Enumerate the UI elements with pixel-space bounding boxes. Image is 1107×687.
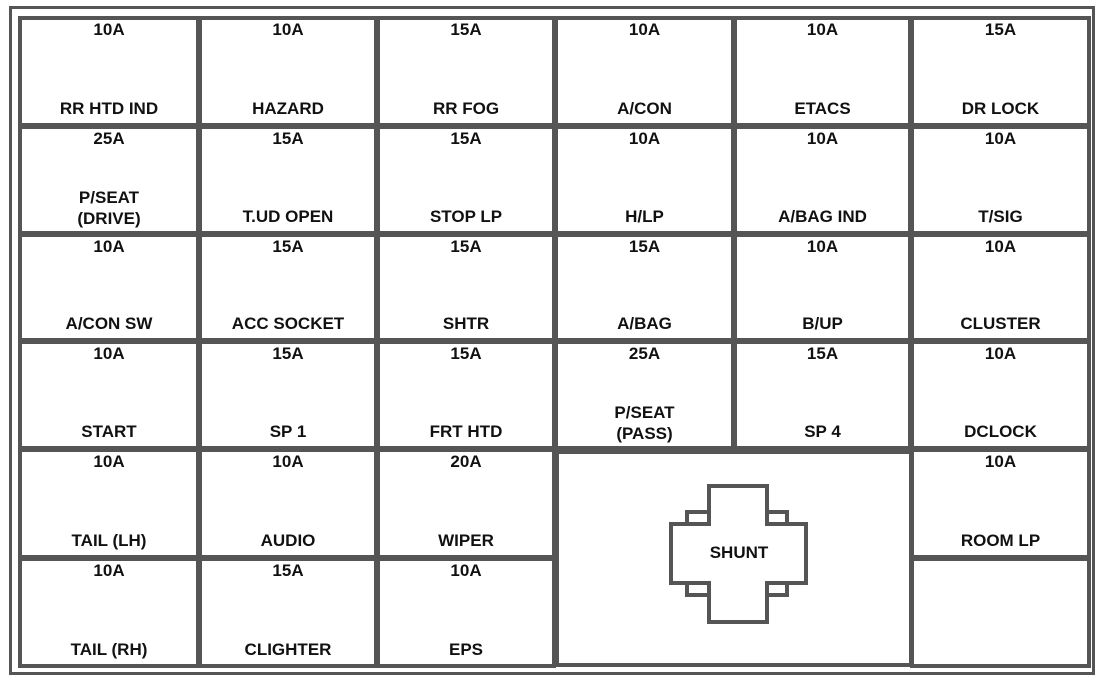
fuse-slot: 15A A/BAG xyxy=(554,233,735,342)
fuse-circuit-name: T.UD OPEN xyxy=(242,207,334,226)
fuse-circuit-name: B/UP xyxy=(802,314,843,333)
fuse-circuit-name: TAIL (RH) xyxy=(70,640,148,659)
fuse-amperage: 10A xyxy=(984,452,1017,471)
fuse-circuit-name: H/LP xyxy=(625,207,664,226)
fuse-slot: 15A SHTR xyxy=(376,233,556,342)
fuse-circuit-name: P/SEAT (PASS) xyxy=(614,403,675,443)
fuse-amperage: 15A xyxy=(272,129,304,148)
fuse-amperage: 10A xyxy=(93,20,125,39)
fuse-slot: 10A A/CON xyxy=(554,16,735,127)
fuse-circuit-name: A/CON SW xyxy=(65,314,153,333)
fuse-slot: 20A WIPER xyxy=(376,448,556,559)
fuse-circuit-name: ETACS xyxy=(794,99,851,118)
fuse-slot: 10A TAIL (RH) xyxy=(18,557,200,668)
fuse-slot: 10A AUDIO xyxy=(198,448,378,559)
fuse-slot: 10A A/CON SW xyxy=(18,233,200,342)
fuse-amperage: 10A xyxy=(93,452,125,471)
fuse-slot: 25A P/SEAT (DRIVE) xyxy=(18,125,200,235)
fuse-amperage: 10A xyxy=(806,129,839,148)
fuse-slot: 15A T.UD OPEN xyxy=(198,125,378,235)
fuse-slot: 10A B/UP xyxy=(733,233,912,342)
fuse-slot: 15A SP 1 xyxy=(198,340,378,450)
fuse-circuit-name: A/BAG IND xyxy=(778,207,867,226)
fuse-circuit-name: RR HTD IND xyxy=(59,99,159,118)
fuse-slot: 25A P/SEAT (PASS) xyxy=(554,340,735,450)
fuse-circuit-name: P/SEAT (DRIVE) xyxy=(77,188,141,228)
fuse-circuit-name: ROOM LP xyxy=(960,531,1041,550)
fuse-circuit-name: SP 1 xyxy=(269,422,307,441)
fuse-slot: 10A ETACS xyxy=(733,16,912,127)
fuse-amperage: 10A xyxy=(93,344,125,363)
fuse-circuit-name: EPS xyxy=(448,640,484,659)
fuse-slot: 15A RR FOG xyxy=(376,16,556,127)
fuse-slot: 10A RR HTD IND xyxy=(18,16,200,127)
fuse-slot: 15A DR LOCK xyxy=(910,16,1091,127)
fuse-circuit-name: FRT HTD xyxy=(429,422,503,441)
fuse-amperage: 25A xyxy=(93,129,125,148)
fuse-circuit-name: T/SIG xyxy=(978,207,1023,226)
fuse-circuit-name: DCLOCK xyxy=(964,422,1037,441)
fuse-slot: 15A ACC SOCKET xyxy=(198,233,378,342)
fuse-amperage: 10A xyxy=(93,561,125,580)
fuse-amperage: 15A xyxy=(272,344,304,363)
fuse-amperage: 15A xyxy=(272,561,304,580)
fuse-circuit-name: ACC SOCKET xyxy=(231,314,345,333)
fuse-slot: 10A CLUSTER xyxy=(910,233,1091,342)
fuse-circuit-name: START xyxy=(81,422,137,441)
fuse-amperage: 25A xyxy=(628,344,661,363)
fuse-amperage: 15A xyxy=(272,237,304,256)
fuse-amperage: 10A xyxy=(984,129,1017,148)
fuse-circuit-name: HAZARD xyxy=(252,99,324,118)
fuse-slot: 10A TAIL (LH) xyxy=(18,448,200,559)
fuse-slot: 10A START xyxy=(18,340,200,450)
fuse-amperage: 10A xyxy=(806,20,839,39)
fuse-slot: 15A SP 4 xyxy=(733,340,912,450)
fuse-amperage: 15A xyxy=(450,344,482,363)
fuse-amperage: 20A xyxy=(450,452,482,471)
fuse-slot xyxy=(910,557,1091,668)
fuse-slot: 10A EPS xyxy=(376,557,556,668)
fuse-circuit-name: AUDIO xyxy=(260,531,316,550)
shunt-label: SHUNT xyxy=(709,543,769,562)
fuse-amperage: 10A xyxy=(984,237,1017,256)
fuse-amperage: 15A xyxy=(628,237,661,256)
fuse-amperage: 10A xyxy=(272,452,304,471)
fuse-amperage: 15A xyxy=(984,20,1017,39)
fuse-amperage: 10A xyxy=(628,20,661,39)
fuse-circuit-name: SP 4 xyxy=(804,422,841,441)
fuse-amperage: 15A xyxy=(806,344,839,363)
fuse-circuit-name: TAIL (LH) xyxy=(71,531,147,550)
fuse-circuit-name: STOP LP xyxy=(429,207,503,226)
fuse-amperage: 10A xyxy=(450,561,482,580)
fuse-slot: 15A STOP LP xyxy=(376,125,556,235)
fuse-slot: 10A A/BAG IND xyxy=(733,125,912,235)
fuse-circuit-name: RR FOG xyxy=(432,99,500,118)
fuse-amperage: 10A xyxy=(806,237,839,256)
fuse-amperage: 15A xyxy=(450,129,482,148)
fuse-circuit-name: WIPER xyxy=(438,531,494,550)
fuse-amperage: 15A xyxy=(450,237,482,256)
fuse-slot: 10A HAZARD xyxy=(198,16,378,127)
fuse-circuit-name: A/BAG xyxy=(617,314,672,333)
fuse-amperage: 10A xyxy=(93,237,125,256)
fuse-circuit-name: CLIGHTER xyxy=(244,640,332,659)
fuse-box-outline xyxy=(9,6,1095,675)
fuse-slot: 10A ROOM LP xyxy=(910,448,1091,559)
fuse-slot: 10A DCLOCK xyxy=(910,340,1091,450)
fuse-amperage: 10A xyxy=(984,344,1017,363)
fuse-amperage: 10A xyxy=(272,20,304,39)
fuse-amperage: 10A xyxy=(628,129,661,148)
fuse-slot: 10A H/LP xyxy=(554,125,735,235)
fuse-slot: 15A FRT HTD xyxy=(376,340,556,450)
fuse-slot: 10A T/SIG xyxy=(910,125,1091,235)
shunt-connector-icon xyxy=(669,484,808,624)
fuse-circuit-name: DR LOCK xyxy=(961,99,1040,118)
fuse-circuit-name: SHTR xyxy=(442,314,490,333)
fuse-amperage: 15A xyxy=(450,20,482,39)
fuse-slot: 15A CLIGHTER xyxy=(198,557,378,668)
fuse-circuit-name: A/CON xyxy=(617,99,672,118)
fuse-circuit-name: CLUSTER xyxy=(960,314,1041,333)
